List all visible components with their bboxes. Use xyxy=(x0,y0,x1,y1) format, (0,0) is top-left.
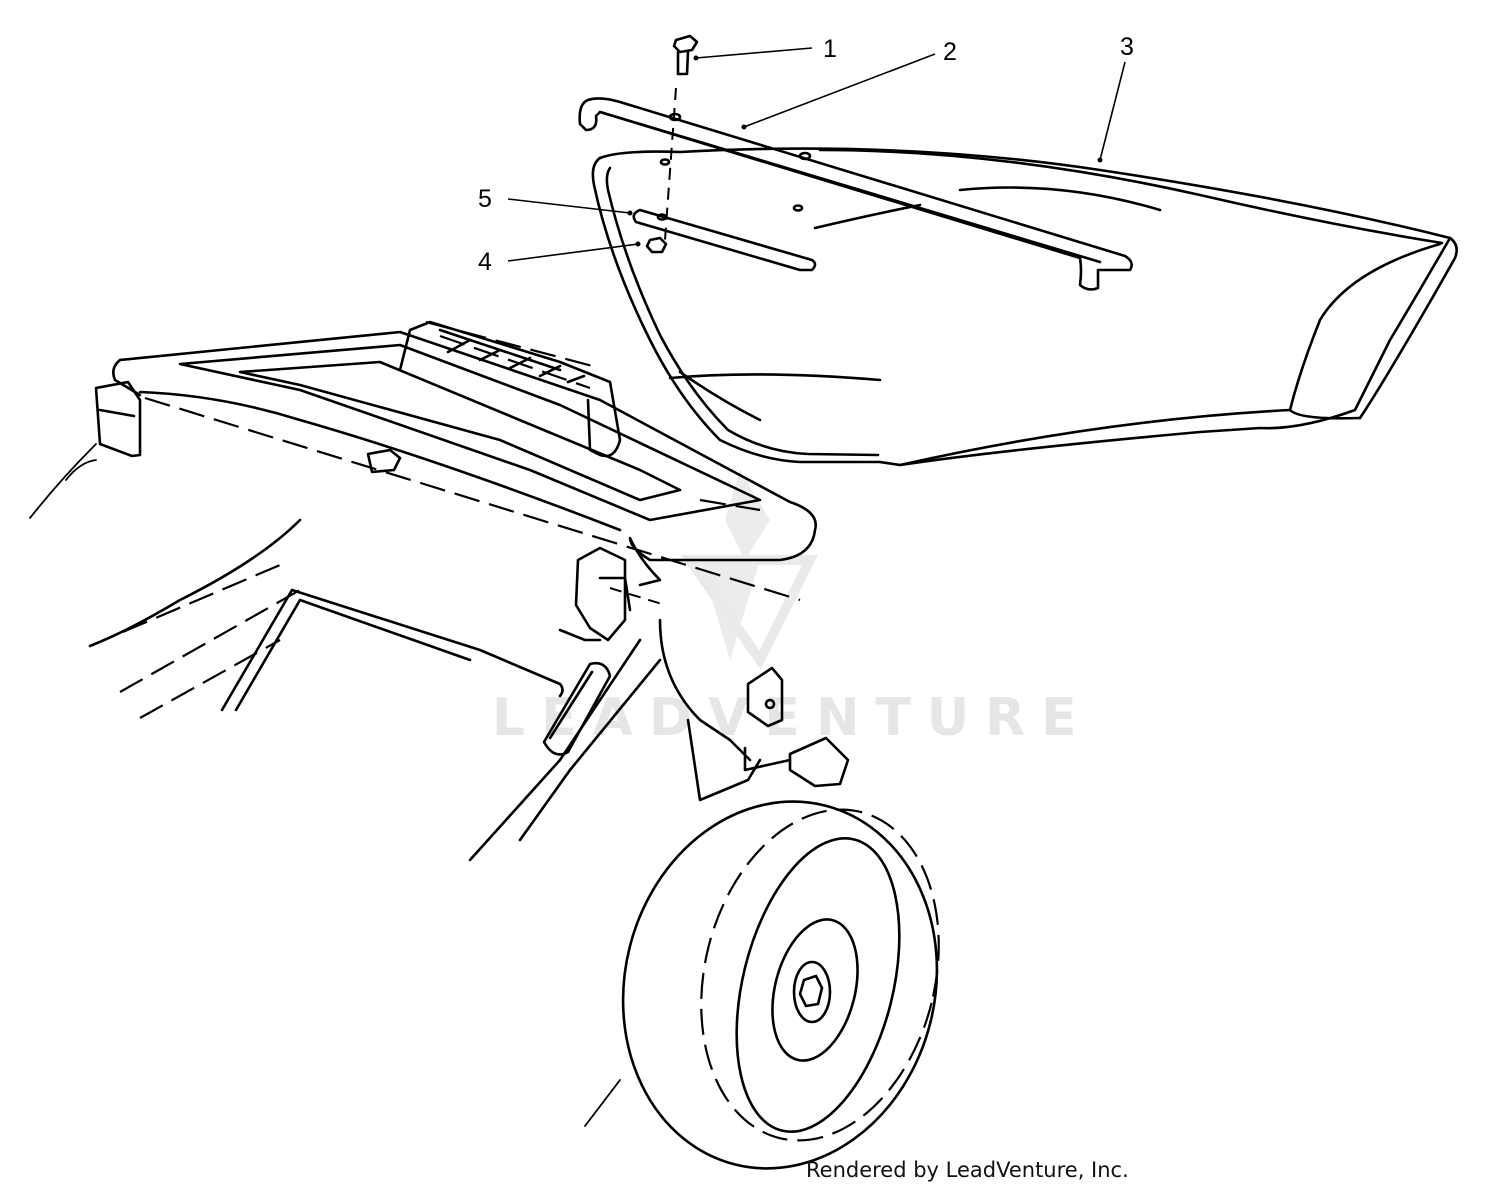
watermark: LEADVENTURE xyxy=(492,470,1093,748)
grass-bag xyxy=(591,147,1458,467)
callout-label: 5 xyxy=(478,185,492,213)
wheel-bracket xyxy=(743,666,850,788)
callout-1: 1 xyxy=(693,35,837,63)
watermark-text: LEADVENTURE xyxy=(492,688,1093,748)
callout-3: 3 xyxy=(1097,33,1134,163)
render-credit: Rendered by LeadVenture, Inc. xyxy=(806,1158,1129,1182)
bag-strap xyxy=(632,158,817,272)
callout-label: 4 xyxy=(478,248,492,276)
bag-frame-rail xyxy=(578,97,1133,291)
right-handle-clip xyxy=(558,546,666,642)
callout-2: 2 xyxy=(741,38,957,130)
hex-bolt xyxy=(664,34,699,241)
callout-label: 1 xyxy=(823,35,837,63)
mower-handle xyxy=(112,320,817,602)
left-handle-clip xyxy=(29,380,142,519)
callout-label: 3 xyxy=(1120,33,1134,61)
hex-nut xyxy=(645,236,668,254)
callout-5: 5 xyxy=(478,185,633,216)
leadventure-logo-icon xyxy=(680,470,819,670)
rear-wheel xyxy=(584,800,940,1170)
callout-label: 2 xyxy=(943,38,957,66)
callout-4: 4 xyxy=(478,241,641,276)
mower-frame xyxy=(88,518,762,862)
